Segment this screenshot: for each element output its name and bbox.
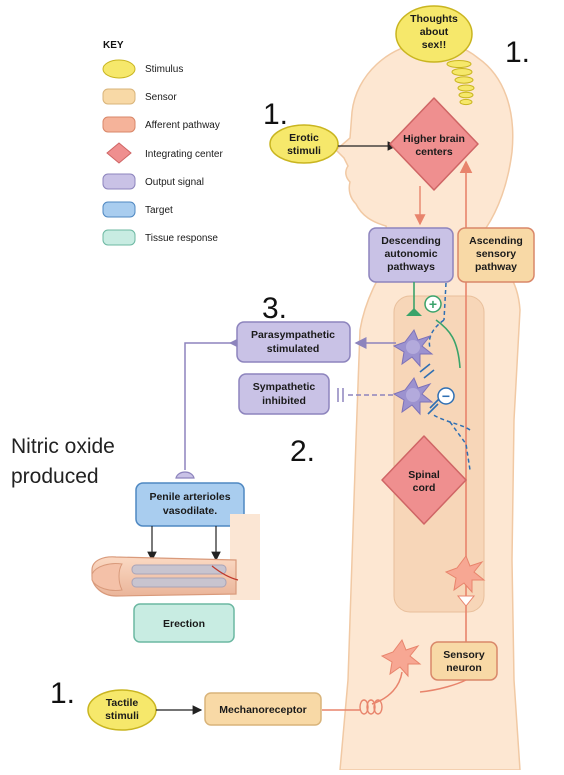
peripheral-sensory-neuron — [371, 638, 467, 705]
descending-line-1: Descending — [381, 235, 441, 247]
brain-line-1: Higher brain — [403, 133, 465, 145]
spinal-line-2: cord — [413, 482, 436, 494]
key-legend: KEY Stimulus Sensor Afferent pathway Int… — [102, 40, 223, 246]
erotic-stimuli: Erotic stimuli — [269, 124, 339, 164]
tactile-line-1: Tactile — [106, 697, 139, 709]
erection-label: Erection — [163, 618, 205, 630]
para-output-line — [184, 342, 237, 470]
erection-box: Erection — [133, 603, 235, 643]
minus-sign: − — [442, 388, 450, 404]
penile-line-1: Penile arterioles — [149, 491, 230, 503]
penis-illustration — [91, 514, 260, 600]
step-number-tactile: 1. — [50, 677, 75, 710]
para-line-1: Parasympathetic — [251, 329, 335, 341]
sensory-neuron-box: Sensory neuron — [430, 641, 498, 681]
symp-inhibit-line — [337, 388, 396, 402]
key-label-target: Target — [145, 205, 173, 216]
ascending-line-1: Ascending — [469, 235, 523, 247]
plus-sign: + — [429, 296, 437, 312]
penile-line-2: vasodilate. — [163, 505, 217, 517]
sympathetic-neuron — [392, 376, 434, 416]
key-swatch-tissue — [102, 229, 136, 246]
ascending-line-3: pathway — [475, 261, 517, 273]
step-number-erotic: 1. — [263, 98, 288, 131]
spinal-cord-center: Spinal cord — [381, 435, 467, 525]
mechano-label: Mechanoreceptor — [219, 704, 307, 716]
sympathetic-box: Sympathetic inhibited — [238, 373, 330, 415]
step-number-para: 3. — [262, 292, 287, 325]
key-label-output: Output signal — [145, 177, 204, 188]
inhibitory-marker: − — [437, 387, 455, 405]
descending-signals — [406, 282, 471, 471]
mechanoreceptor-box: Mechanoreceptor — [204, 692, 322, 726]
key-label-afferent: Afferent pathway — [145, 120, 220, 131]
spinal-sensory-neuron — [444, 554, 486, 607]
nitric-line-1: Nitric oxide — [11, 435, 115, 458]
nitric-oxide-annotation: Nitric oxide produced — [11, 432, 115, 492]
higher-brain-centers: Higher brain centers — [389, 97, 479, 191]
parasympathetic-box: Parasympathetic stimulated — [236, 321, 351, 363]
thoughts-stimulus: Thoughts about sex!! — [395, 5, 475, 106]
key-swatch-target — [102, 201, 136, 218]
key-swatch-stimulus — [102, 59, 136, 79]
thoughts-line-1: Thoughts — [410, 13, 458, 25]
receptor-coil — [322, 699, 383, 715]
tactile-stimuli: Tactile stimuli — [87, 689, 157, 731]
tactile-line-2: stimuli — [105, 710, 139, 722]
key-label-integrating: Integrating center — [145, 149, 223, 160]
key-label-stimulus: Stimulus — [145, 64, 183, 75]
spinal-line-1: Spinal — [408, 469, 440, 481]
descending-line-2: autonomic — [384, 248, 437, 260]
excitatory-marker: + — [424, 295, 442, 313]
key-title: KEY — [103, 40, 124, 51]
step-number-thoughts: 1. — [505, 36, 530, 69]
ascending-pathway: Ascending sensory pathway — [457, 227, 535, 283]
descending-pathways: Descending autonomic pathways — [368, 227, 454, 283]
thoughts-line-2: about — [420, 26, 449, 38]
key-swatch-integrating — [106, 142, 132, 164]
brain-line-2: centers — [415, 146, 453, 158]
para-line-2: stimulated — [267, 343, 320, 355]
key-swatch-sensor — [102, 88, 136, 105]
ascending-line-2: sensory — [476, 248, 516, 260]
thoughts-line-3: sex!! — [422, 39, 447, 51]
step-number-spinal: 2. — [290, 435, 315, 468]
nitric-line-2: produced — [11, 465, 99, 488]
sensory-line-1: Sensory — [443, 649, 485, 661]
key-swatch-afferent — [102, 116, 136, 133]
body-silhouette — [334, 41, 521, 771]
symp-line-2: inhibited — [262, 395, 306, 407]
symp-line-1: Sympathetic — [253, 381, 316, 393]
key-label-sensor: Sensor — [145, 92, 177, 103]
sensory-line-2: neuron — [446, 662, 482, 674]
key-swatch-output — [102, 173, 136, 190]
descending-line-3: pathways — [387, 261, 435, 273]
parasympathetic-neuron — [392, 328, 434, 368]
erotic-line-1: Erotic — [289, 132, 319, 144]
erotic-line-2: stimuli — [287, 145, 321, 157]
penile-arterioles-box: Penile arterioles vasodilate. — [135, 482, 245, 527]
key-label-tissue: Tissue response — [145, 233, 218, 244]
